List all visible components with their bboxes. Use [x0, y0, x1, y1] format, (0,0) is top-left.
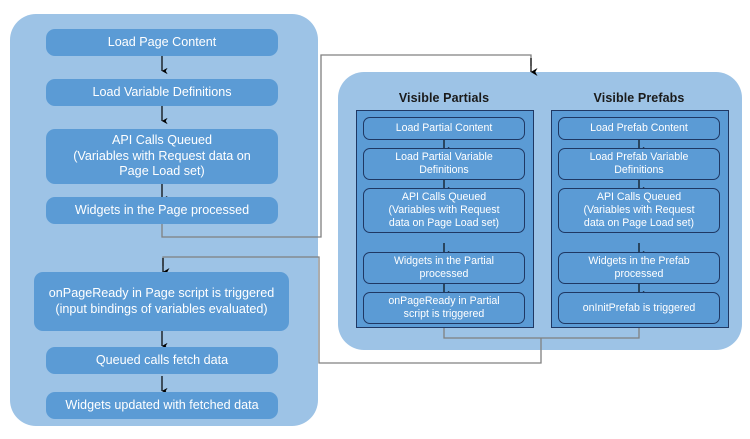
- step-label-line1: Load Partial Variable: [395, 151, 493, 164]
- step-load-page-content[interactable]: Load Page Content: [46, 29, 278, 56]
- step-label-line1: Load Prefab Variable: [589, 151, 689, 164]
- step-load-partial-content[interactable]: Load Partial Content: [363, 117, 525, 140]
- step-label: Load Prefab Content: [590, 122, 688, 135]
- step-label-line1: Widgets in the Prefab: [588, 255, 690, 268]
- step-label-line2: processed: [419, 268, 469, 280]
- step-widgets-updated-with-fetched-data[interactable]: Widgets updated with fetched data: [46, 392, 278, 419]
- step-queued-calls-fetch-data[interactable]: Queued calls fetch data: [46, 347, 278, 374]
- step-label: Widgets updated with fetched data: [65, 397, 259, 412]
- step-api-calls-queued[interactable]: API Calls Queued (Variables with Request…: [46, 129, 278, 184]
- step-label-line1: onPageReady in Page script is triggered: [48, 286, 275, 301]
- step-label-line3: data on Page Load set): [583, 216, 695, 229]
- step-widgets-in-prefab-processed[interactable]: Widgets in the Prefab processed: [558, 252, 720, 284]
- step-label-line1: onPageReady in Partial: [388, 295, 500, 308]
- step-label-line2: Definitions: [614, 164, 664, 176]
- step-prefab-api-calls-queued[interactable]: API Calls Queued (Variables with Request…: [558, 188, 720, 233]
- step-label-line2: (Variables with Request: [388, 204, 500, 217]
- step-widgets-in-partial-processed[interactable]: Widgets in the Partial processed: [363, 252, 525, 284]
- step-label-line3: Page Load set): [119, 164, 205, 179]
- step-label: Load Variable Definitions: [92, 84, 232, 99]
- step-label: Load Page Content: [107, 34, 217, 49]
- step-label: Queued calls fetch data: [95, 352, 229, 367]
- step-load-prefab-content[interactable]: Load Prefab Content: [558, 117, 720, 140]
- visible-prefabs-title: Visible Prefabs: [593, 91, 685, 105]
- step-label-line2: Definitions: [419, 164, 469, 176]
- step-load-prefab-variable-definitions[interactable]: Load Prefab Variable Definitions: [558, 148, 720, 180]
- step-label-line1: Widgets in the Partial: [393, 255, 495, 268]
- step-label-line2: (Variables with Request: [583, 204, 695, 217]
- step-widgets-in-page-processed[interactable]: Widgets in the Page processed: [46, 197, 278, 224]
- step-oninitprefab-triggered[interactable]: onInitPrefab is triggered: [558, 292, 720, 324]
- step-partial-api-calls-queued[interactable]: API Calls Queued (Variables with Request…: [363, 188, 525, 233]
- step-load-variable-definitions[interactable]: Load Variable Definitions: [46, 79, 278, 106]
- step-load-partial-variable-definitions[interactable]: Load Partial Variable Definitions: [363, 148, 525, 180]
- visible-partials-title: Visible Partials: [398, 91, 490, 105]
- step-label-line2: script is triggered: [403, 308, 485, 320]
- step-onpageready-in-page-script[interactable]: onPageReady in Page script is triggered …: [34, 272, 289, 331]
- step-label: Load Partial Content: [395, 122, 493, 135]
- step-label-line2: (input bindings of variables evaluated): [55, 301, 268, 316]
- step-label-line1: API Calls Queued: [401, 191, 487, 204]
- step-label-line1: API Calls Queued: [596, 191, 682, 204]
- step-onpageready-in-partial-script[interactable]: onPageReady in Partial script is trigger…: [363, 292, 525, 324]
- step-label: Widgets in the Page processed: [74, 202, 250, 217]
- step-label-line3: data on Page Load set): [388, 216, 500, 229]
- step-label: onInitPrefab is triggered: [582, 301, 696, 314]
- step-label-line2: processed: [614, 268, 664, 280]
- step-label-line2: (Variables with Request data on: [73, 148, 251, 163]
- step-label-line1: API Calls Queued: [111, 133, 213, 148]
